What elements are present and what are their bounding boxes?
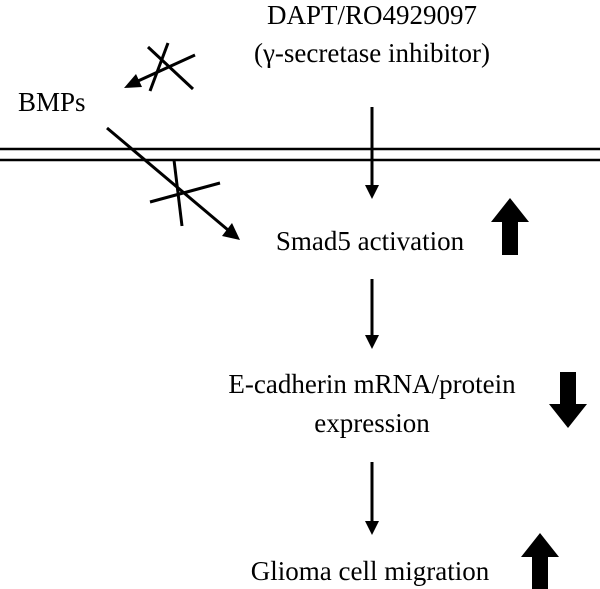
- block-cross-mark: [172, 159, 184, 227]
- smad5-activation-label: Smad5 activation: [276, 226, 465, 256]
- cell-membrane: [0, 147, 600, 162]
- flow-arrow-ecadherin-to-migration: [365, 462, 379, 535]
- flow-arrow-smad5-to-ecadherin: [365, 279, 379, 349]
- block-cross-mark: [146, 45, 195, 91]
- inhibitor-name: DAPT/RO4929097: [267, 0, 477, 30]
- inhibitor-description: (γ-secretase inhibitor): [254, 38, 490, 68]
- trend-down-arrow-icon: [549, 372, 587, 428]
- ecadherin-expression-label-line2: expression: [314, 408, 430, 438]
- glioma-migration-label: Glioma cell migration: [251, 556, 490, 586]
- block-cross-mark: [149, 181, 221, 204]
- trend-up-arrow-icon: [491, 198, 529, 255]
- ecadherin-expression-label-line1: E-cadherin mRNA/protein: [228, 369, 516, 399]
- blocked-bmp-release-arrow: [124, 42, 196, 92]
- block-cross-mark: [148, 42, 170, 92]
- flow-arrow-inhibitor-to-smad5: [365, 107, 379, 199]
- bmps-label: BMPs: [18, 87, 86, 117]
- blocked-bmp-signaling-arrow: [106, 126, 240, 240]
- trend-up-arrow-icon: [521, 533, 559, 589]
